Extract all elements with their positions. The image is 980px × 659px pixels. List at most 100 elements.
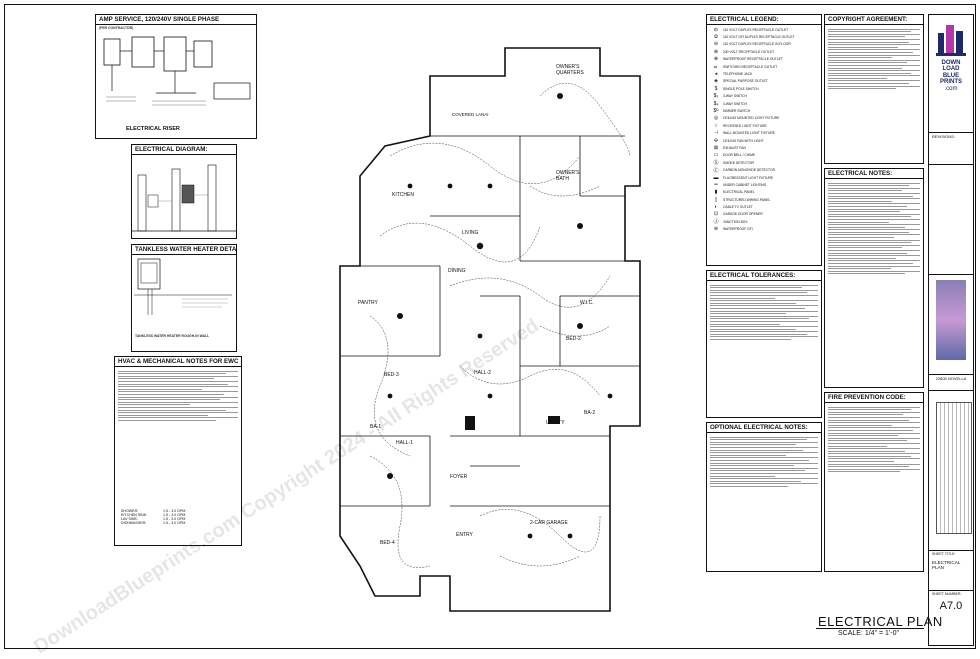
legend-item: ⊠ EXHAUST FAN <box>709 144 819 151</box>
legend-item: ▬FLUORESCENT LIGHT FIXTURE <box>709 174 819 181</box>
logo-text-4: PRINTS <box>939 79 962 86</box>
sheet-number-label: SHEET NUMBER: <box>932 592 962 596</box>
legend-symbol-icon: ○ <box>714 122 718 129</box>
legend-symbol-icon: ▮ <box>714 189 718 196</box>
floor-plan <box>339 47 641 612</box>
legend-label: CARBON MONOXIDE DETECTOR <box>723 168 775 173</box>
room-utility: UTILITY <box>546 420 565 426</box>
legend-item: ▮ELECTRICAL PANEL <box>709 189 819 196</box>
legend-symbol-icon: ◐ <box>714 204 718 211</box>
tolerances-text <box>707 281 821 344</box>
legend-symbol-icon: $ᴰ <box>713 107 719 114</box>
tankless-heater-diagram <box>134 258 232 315</box>
tankless-panel: TANKLESS WATER HEATER DETAIL: TANKLESS W… <box>131 244 237 352</box>
sheet-title-value: PLAN <box>932 565 945 570</box>
legend-item: ⊜WATERPROOF GFI <box>709 226 819 233</box>
fire-prevention-panel: FIRE PREVENTION CODE: <box>824 392 924 572</box>
legend-symbol-icon: ⊠ <box>713 144 719 151</box>
room-hall1: HALL-1 <box>396 440 413 446</box>
legend-label: CEILING MOUNTED LIGHT FIXTURE <box>723 116 780 121</box>
amp-service-title: AMP SERVICE, 120/240V SINGLE PHASE <box>96 15 256 25</box>
hvac-row-value: 1.5 - 3.0 GPM <box>163 513 186 517</box>
electrical-legend-panel: ELECTRICAL LEGEND: ⦶110 VOLT DUPLEX RECE… <box>706 14 822 266</box>
legend-symbol-icon: ✣ <box>713 137 719 144</box>
legend-item: ◈SPECIAL PURPOSE OUTLET <box>709 78 819 85</box>
drawing-scale: SCALE: 1/4" = 1'-0" <box>838 630 899 637</box>
electrical-diagram-panel: ELECTRICAL DIAGRAM: <box>131 144 237 239</box>
legend-symbol-icon: $₃ <box>713 93 719 100</box>
title-block: DOWN LOAD BLUE PRINTS .com REVISIONS: 22… <box>928 14 974 646</box>
legend-item: ⊕240 VOLT RECEPTACLE OUTLET <box>709 48 819 55</box>
legend-symbol-icon: ◂ <box>714 71 718 78</box>
legend-item: ⊗WATERPROOF RECEPTACLE OUTLET <box>709 56 819 63</box>
legend-label: 3-WAY SWITCH <box>723 94 747 99</box>
optional-text <box>707 433 821 490</box>
legend-symbol-icon: ⊡ <box>713 211 719 218</box>
title-underline <box>816 628 924 629</box>
legend-label: SWITCHED RECEPTACLE OUTLET <box>723 64 778 69</box>
legend-list: ⦶110 VOLT DUPLEX RECEPTACLE OUTLET⦷ 110 V… <box>707 25 821 234</box>
title-block-blank <box>929 165 973 275</box>
legend-label: GARAGE DOOR OPENER <box>723 212 763 217</box>
legend-item: ◐ CABLE TV OUTLET <box>709 203 819 210</box>
sheet-border <box>4 4 976 649</box>
legend-label: WALL MOUNTED LIGHT FIXTURE <box>723 131 775 136</box>
room-bed4: BED-4 <box>380 540 395 546</box>
room-bed3: BED-3 <box>384 372 399 378</box>
sheet-title-cell: SHEET TITLE: ELECTRICAL PLAN <box>929 551 973 591</box>
legend-symbol-icon: ◎ <box>713 115 719 122</box>
copyright-title: COPYRIGHT AGREEMENT: <box>825 15 923 25</box>
logo: DOWN LOAD BLUE PRINTS .com <box>929 15 973 133</box>
hvac-notes-text <box>115 367 241 424</box>
per-contractor-label: (PER CONTRACTOR) <box>99 26 134 30</box>
legend-label: UNDER CABINET LIGHTING <box>723 182 767 187</box>
legend-symbol-icon: ⦷ <box>713 34 718 41</box>
legend-item: ⊖110 VOLT DUPLEX RECEPTACLE IN FLOOR <box>709 41 819 48</box>
legend-symbol-icon: ⊣ <box>713 130 719 137</box>
hvac-row-label: SHOWER: <box>121 509 139 513</box>
hvac-row-label: LAV SINK: <box>121 517 138 521</box>
tolerances-title: ELECTRICAL TOLERANCES: <box>707 271 821 281</box>
tankless-title: TANKLESS WATER HEATER DETAIL: <box>132 245 236 255</box>
legend-title: ELECTRICAL LEGEND: <box>707 15 821 25</box>
electrical-notes-panel: ELECTRICAL NOTES: <box>824 168 924 388</box>
legend-item: ⦷ 110 VOLT GFI DUPLEX RECEPTACLE OUTLET <box>709 33 819 40</box>
room-bed2: BED-2 <box>566 336 581 342</box>
room-hall2: HALL-2 <box>474 370 491 376</box>
legend-symbol-icon: $₄ <box>713 100 719 107</box>
title-block-notes <box>929 391 973 551</box>
plan-number-cell: 22805 NOVELLA <box>929 375 973 391</box>
legend-symbol-icon: ⦵ <box>713 63 719 70</box>
legend-label: CABLE TV OUTLET <box>723 205 753 210</box>
legend-item: ▯STRUCTURED WIRING PANEL <box>709 196 819 203</box>
legend-label: WATERPROOF RECEPTACLE OUTLET <box>723 57 783 62</box>
fire-title: FIRE PREVENTION CODE: <box>825 393 923 403</box>
sheet-title-value: ELECTRICAL <box>932 560 961 565</box>
electrical-riser-label: ELECTRICAL RISER <box>126 126 180 132</box>
legend-label: 110 VOLT GFI DUPLEX RECEPTACLE OUTLET <box>723 35 795 40</box>
legend-label: CEILING FAN WITH LIGHT <box>723 138 764 143</box>
amp-service-panel: AMP SERVICE, 120/240V SINGLE PHASE (PER … <box>95 14 257 139</box>
legend-item: ⦶110 VOLT DUPLEX RECEPTACLE OUTLET <box>709 26 819 33</box>
hvac-flow-table: SHOWER:1.5 - 3.0 GPM KITCHEN SINK:1.5 - … <box>121 509 185 525</box>
legend-item: ◎ CEILING MOUNTED LIGHT FIXTURE <box>709 115 819 122</box>
legend-symbol-icon: ⊕ <box>713 48 719 55</box>
room-living: LIVING <box>462 230 479 236</box>
hvac-row-label: DISHWASHER: <box>121 521 147 525</box>
room-ba1: BA-1 <box>370 424 382 430</box>
legend-label: SINGLE POLE SWITCH <box>723 86 759 91</box>
logo-text-5: .com <box>944 85 958 92</box>
logo-text-2: LOAD <box>942 66 960 73</box>
sheet-number-cell: SHEET NUMBER: A7.0 <box>929 591 973 613</box>
legend-label: RECESSED LIGHT FIXTURE <box>723 123 767 128</box>
tankless-caption: TANKLESS WATER HEATER ROUGH-IN WALL <box>135 334 210 338</box>
sheet-title-label: SHEET TITLE: <box>932 552 956 556</box>
revisions-label: REVISIONS: <box>932 134 955 139</box>
legend-label: EXHAUST FAN <box>723 145 746 150</box>
revisions-cell: REVISIONS: <box>929 133 973 165</box>
legend-symbol-icon: Ⓙ <box>713 219 719 226</box>
legend-item: ✣ CEILING FAN WITH LIGHT <box>709 137 819 144</box>
